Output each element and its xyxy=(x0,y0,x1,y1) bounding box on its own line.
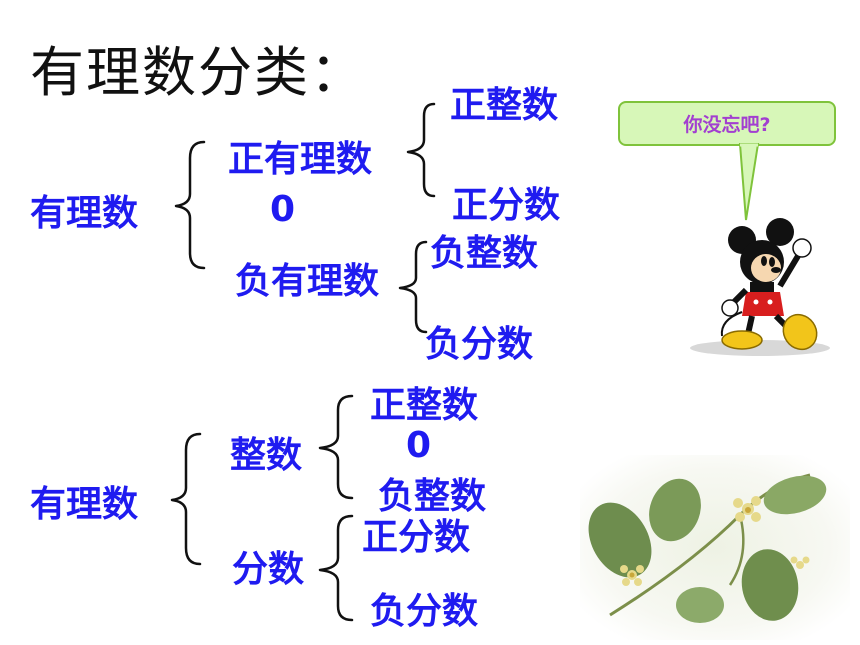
tree1-positive-integer: 正整数 xyxy=(450,85,559,126)
tree2-integer: 整数 xyxy=(230,435,303,476)
tree1-negative-fraction: 负分数 xyxy=(425,324,534,365)
tree1-positive-fraction: 正分数 xyxy=(452,185,561,226)
tree1-negative-integer: 负整数 xyxy=(430,233,539,274)
tree1-negative-brace xyxy=(398,240,428,334)
speech-bubble-tail xyxy=(738,143,760,221)
tree1-positive-brace xyxy=(406,102,436,198)
leaf-flower-illustration xyxy=(580,455,850,640)
tree1-negative-rational: 负有理数 xyxy=(235,261,380,302)
tree2-integer-brace xyxy=(318,394,354,500)
tree2-negative-fraction: 负分数 xyxy=(370,591,479,632)
tree1-root-brace xyxy=(174,140,206,270)
tree2-fraction-brace xyxy=(318,514,354,622)
tree2-root: 有理数 xyxy=(30,484,139,525)
tree2-fraction: 分数 xyxy=(232,549,305,590)
page-title: 有理数分类： xyxy=(30,41,366,104)
tree2-negative-integer: 负整数 xyxy=(378,476,487,517)
tree1-positive-rational: 正有理数 xyxy=(228,139,373,180)
tree2-zero: 0 xyxy=(406,425,432,466)
tree1-zero: 0 xyxy=(270,189,296,230)
speech-bubble: 你没忘吧? xyxy=(618,101,836,146)
tree2-root-brace xyxy=(170,432,202,566)
mickey-mouse-illustration xyxy=(690,218,830,356)
tree1-root: 有理数 xyxy=(30,193,139,234)
tree2-positive-integer: 正整数 xyxy=(370,385,479,426)
tree2-positive-fraction: 正分数 xyxy=(362,517,471,558)
